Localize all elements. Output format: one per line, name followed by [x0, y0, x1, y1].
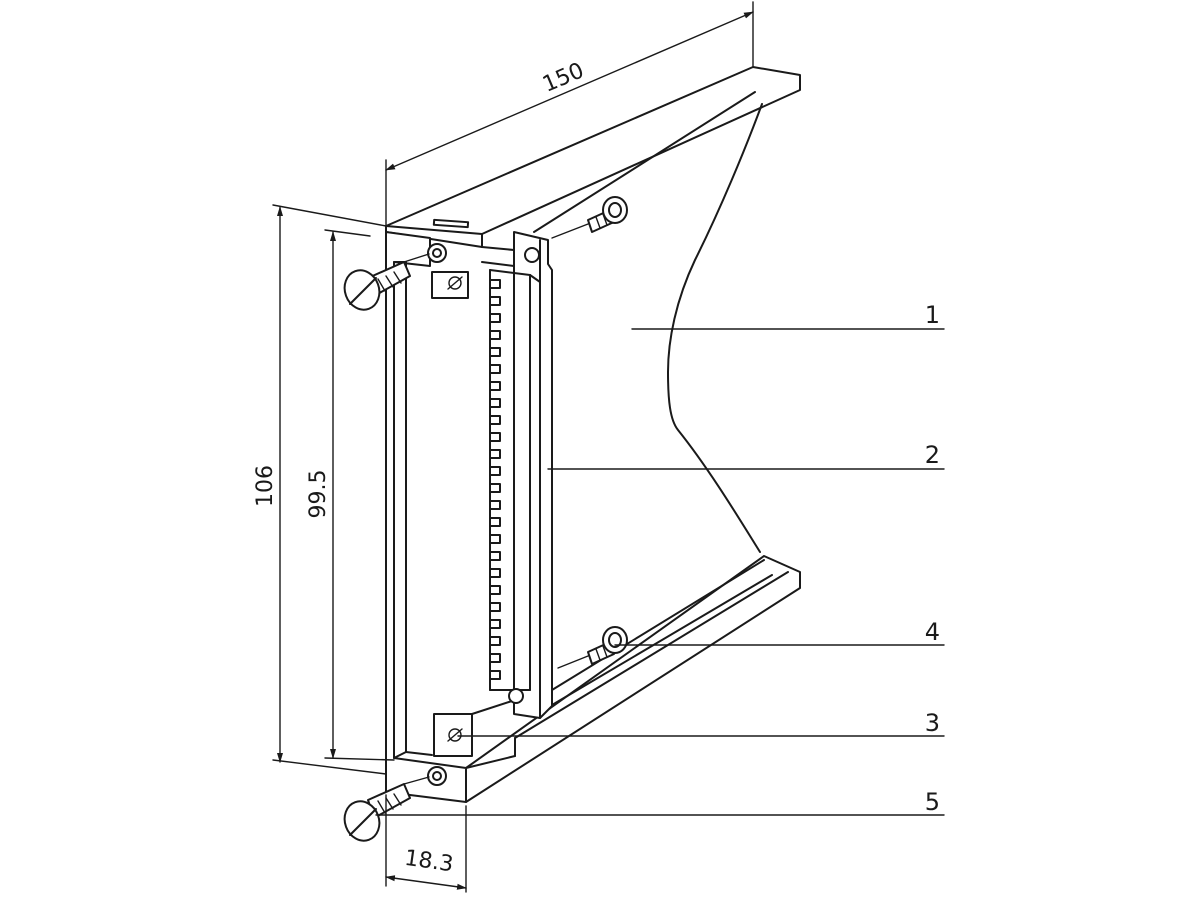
connector-pin — [489, 466, 501, 476]
bottom-mount-block — [433, 713, 473, 757]
slot-marking — [432, 218, 470, 229]
connector-pin — [489, 330, 501, 340]
connector-pin — [489, 483, 501, 493]
callout-1: 1 — [631, 301, 945, 330]
threaded-hole-top — [427, 243, 447, 263]
connector-pin — [489, 551, 501, 561]
callout-4-label: 4 — [925, 618, 940, 646]
callout-2-label: 2 — [925, 441, 940, 469]
connector-pin — [489, 381, 501, 391]
dimension-length-label: 150 — [539, 58, 587, 97]
connector-pin — [489, 313, 501, 323]
connector-pin — [489, 296, 501, 306]
callout-5-label: 5 — [925, 788, 940, 816]
dimension-height-outer: 106 — [253, 204, 387, 775]
screw-bottom-right — [587, 626, 628, 665]
connector-hole-bottom — [508, 688, 524, 704]
connector-pin — [489, 500, 501, 510]
callout-5: 5 — [375, 788, 945, 816]
callout-4: 4 — [614, 618, 945, 646]
connector-pin — [489, 636, 501, 646]
connector-pin — [489, 534, 501, 544]
screw-axis-lines — [403, 223, 589, 785]
dimension-height-inner-label: 99.5 — [306, 470, 331, 519]
connector-pin — [489, 449, 501, 459]
connector-pin — [489, 602, 501, 612]
dimension-width: 18.3 — [385, 794, 467, 893]
connector-pin — [489, 398, 501, 408]
connector-pin — [489, 347, 501, 357]
dimension-height-inner: 99.5 — [306, 229, 395, 761]
callout-3: 3 — [457, 709, 945, 737]
connector-pin — [489, 364, 501, 374]
callout-3-label: 3 — [925, 709, 940, 737]
connector-hole-top — [524, 247, 540, 263]
connector-pin — [489, 619, 501, 629]
card-outline — [667, 103, 763, 553]
screw-top-left — [343, 261, 411, 311]
connector-pin — [489, 415, 501, 425]
connector-pin — [489, 568, 501, 578]
connector-pin — [489, 585, 501, 595]
connector-pins — [489, 279, 501, 680]
connector-pin — [489, 432, 501, 442]
connector-pin — [489, 670, 501, 680]
bottom-rail — [465, 555, 801, 803]
callout-1-label: 1 — [925, 301, 940, 329]
connector — [481, 231, 553, 719]
connector-pin — [489, 653, 501, 663]
dimension-width-label: 18.3 — [403, 846, 455, 878]
connector-pin — [489, 279, 501, 289]
threaded-hole-bottom — [427, 766, 447, 786]
callout-2: 2 — [547, 441, 945, 470]
dimension-height-outer-label: 106 — [253, 465, 278, 507]
screw-top-right — [587, 196, 628, 233]
connector-pin — [489, 517, 501, 527]
